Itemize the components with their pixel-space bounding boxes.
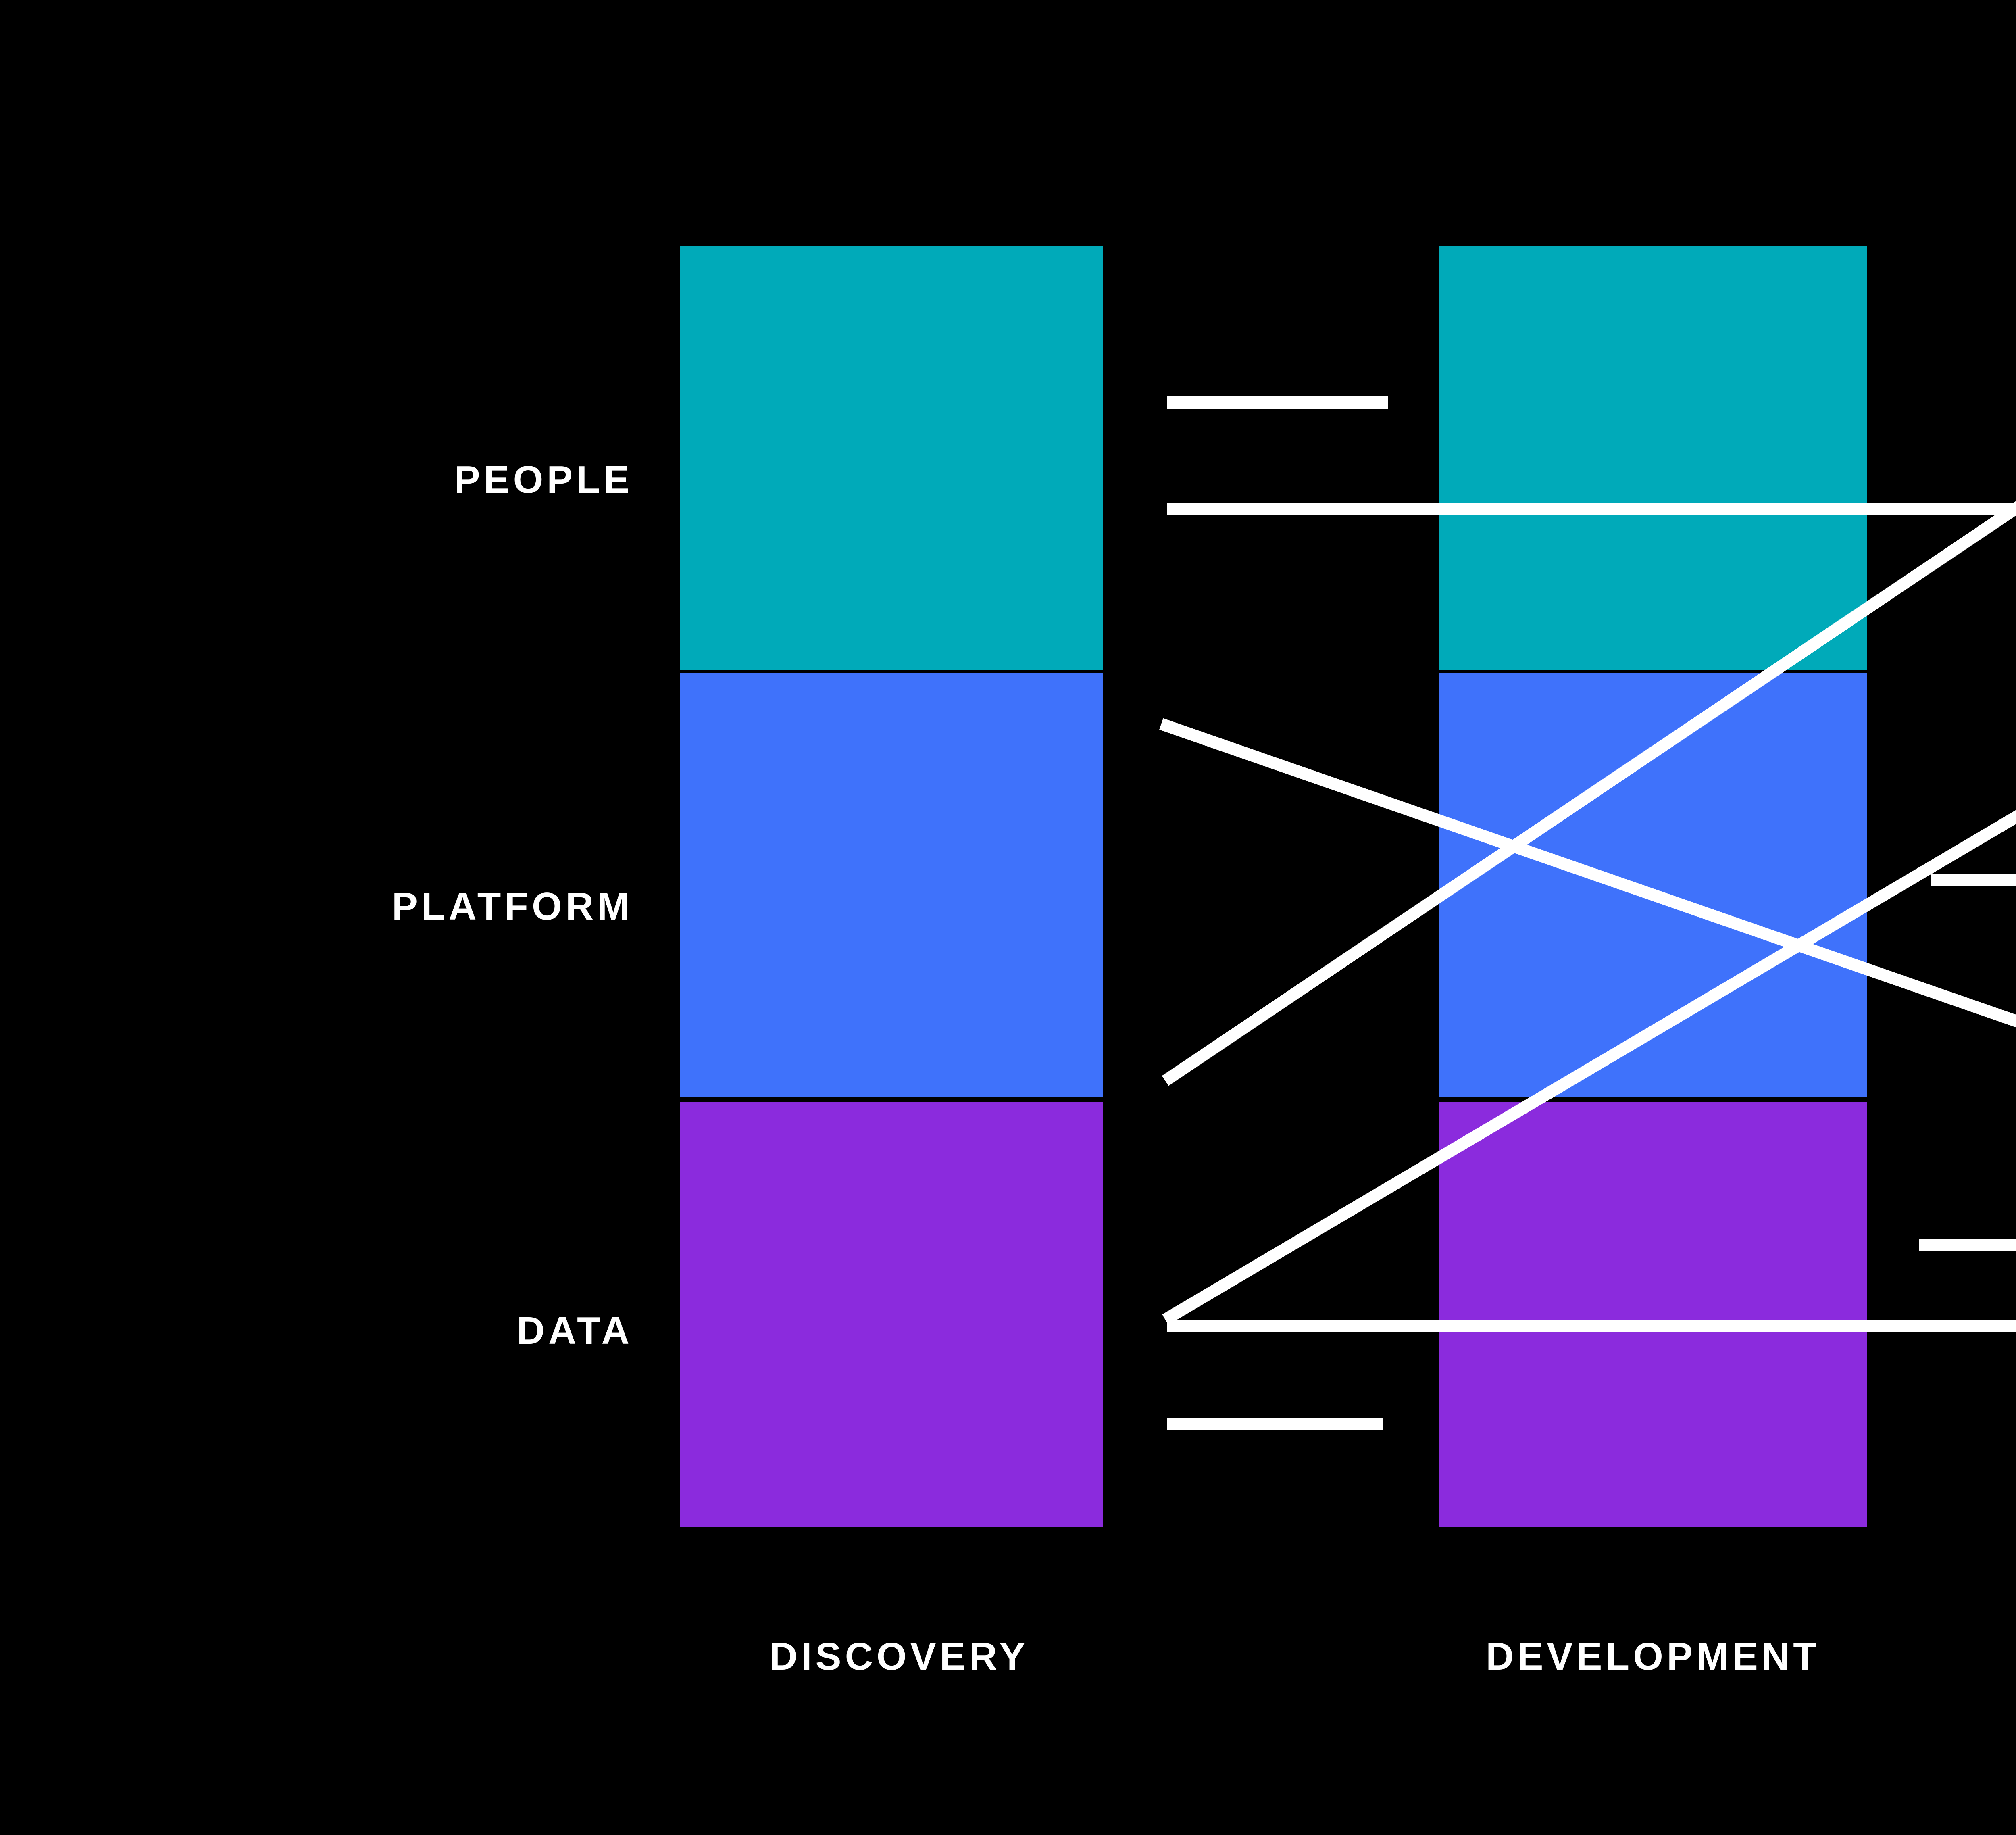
row-label-people: PEOPLE xyxy=(454,458,633,501)
connector-group xyxy=(1159,396,2016,1430)
connector-descending-diagonal xyxy=(1159,718,2016,1028)
bar-segment-development-people xyxy=(1439,246,1867,670)
bar-segment-discovery-platform xyxy=(680,673,1103,1097)
connector-ascending-shallow-diagonal xyxy=(1162,810,2016,1325)
bar-group-discovery xyxy=(680,246,1103,1527)
bar-segment-discovery-data xyxy=(680,1102,1103,1527)
row-label-data: DATA xyxy=(516,1309,633,1352)
bar-segment-development-data xyxy=(1439,1102,1867,1527)
column-label-development: DEVELOPMENT xyxy=(1486,1635,1820,1678)
bar-segment-discovery-people xyxy=(680,246,1103,670)
connector-ascending-steep-diagonal xyxy=(1162,501,2016,1086)
bar-group-development xyxy=(1439,246,1867,1527)
row-label-platform: PLATFORM xyxy=(392,885,633,928)
column-label-discovery: DISCOVERY xyxy=(769,1635,1029,1678)
